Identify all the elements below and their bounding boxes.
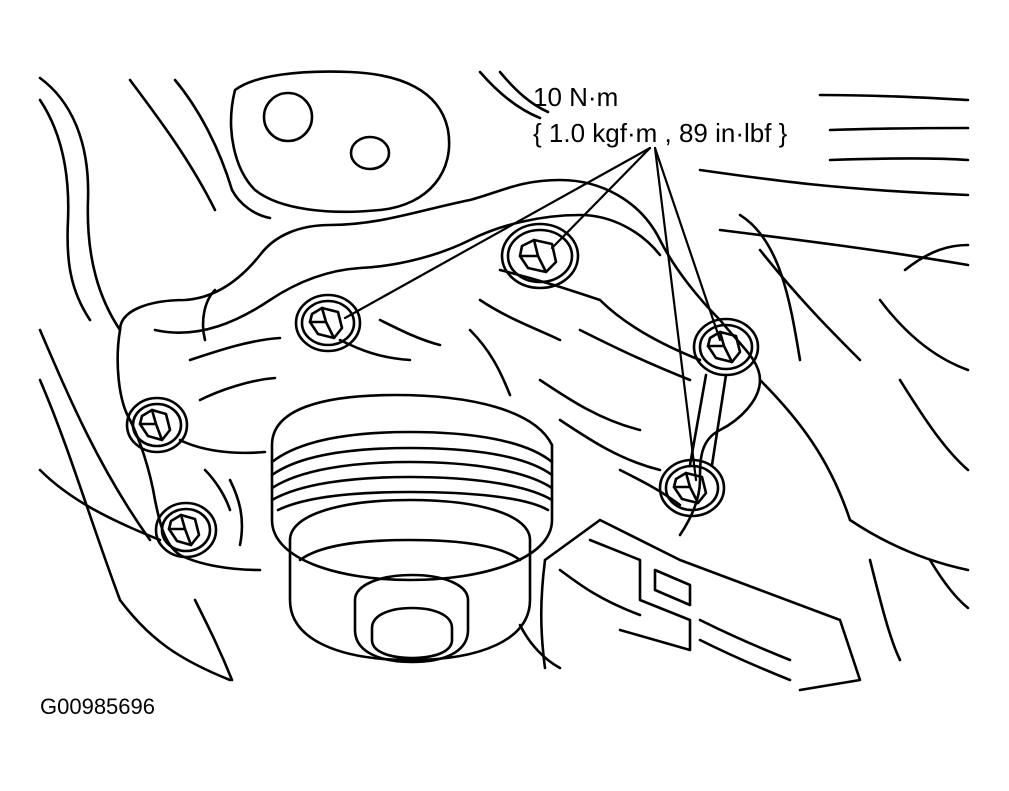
bolt-left	[125, 396, 189, 454]
bolt-upper-left	[294, 293, 362, 353]
pump-housing	[116, 178, 762, 572]
bolts	[125, 222, 760, 559]
torque-alternate-units-label: { 1.0 kgf·m , 89 in·lbf }	[533, 118, 788, 148]
bolt-lower-right	[658, 458, 726, 518]
figure-id-label: G00985696	[40, 694, 155, 719]
engine-background-outlines	[38, 70, 970, 682]
bolt-lower-left	[154, 501, 218, 559]
pulley	[270, 393, 554, 664]
leader-lines	[343, 146, 722, 482]
bolt-top-center	[500, 222, 580, 290]
bracket-strut	[688, 373, 728, 467]
torque-value-label: 10 N·m	[533, 82, 619, 112]
electrical-connector	[518, 518, 862, 692]
upper-boss	[229, 70, 451, 220]
